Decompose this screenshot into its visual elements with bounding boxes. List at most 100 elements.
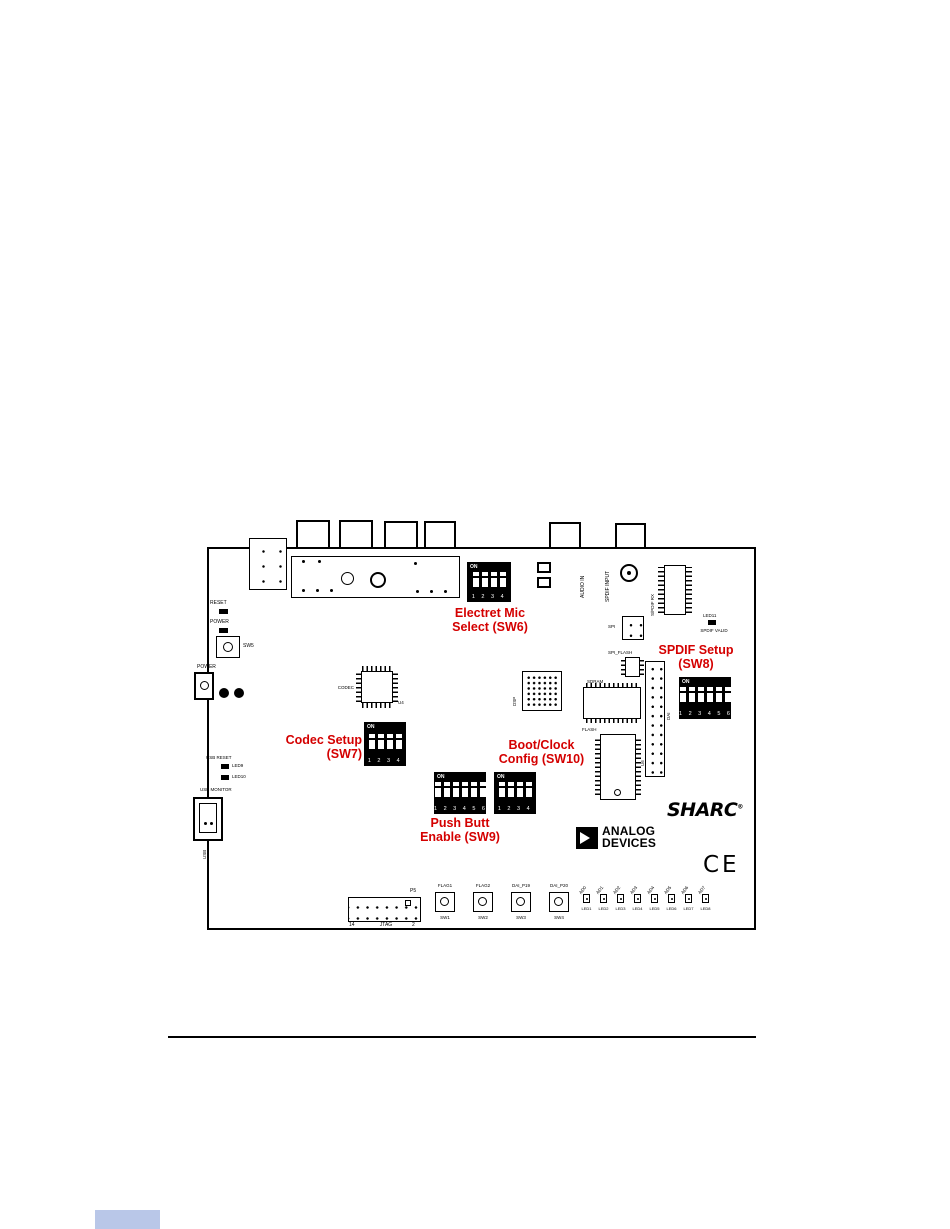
sharc-logo-text: SHARC bbox=[667, 799, 738, 821]
led-unit-3: AD2 LED3 bbox=[612, 882, 629, 916]
reset-label: RESET bbox=[210, 600, 227, 606]
jtag-label: JTAG bbox=[379, 922, 393, 928]
spi-label: SPI bbox=[608, 624, 616, 629]
annotation-push-button: Push Butt Enable (SW9) bbox=[408, 816, 512, 844]
spi-flash-pins-left bbox=[621, 659, 625, 675]
jtag-pin1-square bbox=[405, 900, 411, 906]
sw6-on-label: ON bbox=[470, 564, 478, 570]
led2 bbox=[600, 894, 607, 903]
spdif-rx-label: S/PDIF RX bbox=[650, 593, 655, 616]
dip-switch-sw9: ON 1 2 3 4 5 6 bbox=[434, 772, 486, 814]
led-unit-4: AD3 LED4 bbox=[629, 882, 646, 916]
codec-label: CODEC bbox=[337, 685, 354, 690]
sw10-numbers: 1 2 3 4 bbox=[497, 806, 533, 812]
flag2-label: FLAG2 bbox=[475, 883, 491, 888]
power-jack-hole bbox=[200, 681, 209, 690]
led6-label: LED6 bbox=[666, 906, 677, 911]
sdram-pins-top bbox=[586, 683, 638, 687]
sw6-sliders bbox=[467, 572, 511, 587]
page-corner-highlight[interactable] bbox=[95, 1210, 160, 1229]
registered-mark: ® bbox=[737, 803, 743, 811]
dai-label: DAI bbox=[666, 712, 671, 720]
analog-devices-logo-text: ANALOG DEVICES bbox=[602, 825, 657, 850]
led10-label: LED10 bbox=[232, 774, 246, 779]
jtag-pin14-label: 14 bbox=[349, 922, 355, 928]
rca-jack-connector-4 bbox=[424, 521, 456, 549]
led8-label: LED8 bbox=[700, 906, 711, 911]
annotation-boot-clock: Boot/Clock Config (SW10) bbox=[489, 738, 594, 766]
annotation-electret-line1: Electret Mic bbox=[454, 606, 526, 620]
codec-pins-top bbox=[362, 666, 392, 671]
ce-mark: CE bbox=[703, 852, 740, 878]
analog-logo-line2: DEVICES bbox=[602, 835, 657, 850]
led7-label: LED7 bbox=[683, 906, 694, 911]
spdif-valid-led bbox=[708, 620, 716, 625]
power-led bbox=[219, 628, 228, 633]
led-unit-5: AD4 LED5 bbox=[646, 882, 663, 916]
annotation-spdif-setup: SPDIF Setup (SW8) bbox=[646, 643, 746, 671]
annotation-spdif-line2: (SW8) bbox=[678, 657, 714, 671]
flash-pins-left bbox=[595, 739, 600, 795]
spdif-input-connector bbox=[615, 523, 646, 549]
audio-in-label: AUDIO IN bbox=[580, 575, 586, 598]
led-unit-7: AD6 LED7 bbox=[680, 882, 697, 916]
spi-flash-pins-right bbox=[640, 659, 644, 675]
audio-in-component-1 bbox=[537, 562, 551, 573]
power-terminal-1 bbox=[219, 688, 229, 698]
led6 bbox=[668, 894, 675, 903]
led9 bbox=[221, 764, 229, 769]
push-button-sw4 bbox=[549, 892, 569, 912]
spi-header bbox=[622, 616, 644, 640]
spdif-input-label: SPDIF INPUT bbox=[605, 570, 611, 602]
sw8-numbers: 1 2 3 4 5 6 bbox=[679, 711, 733, 717]
annotation-spdif-line1: SPDIF Setup bbox=[658, 643, 734, 657]
reset-led bbox=[219, 609, 228, 614]
power-jack-label: POWER bbox=[197, 664, 216, 670]
audio-in-component-2 bbox=[537, 577, 551, 588]
annotation-boot-line2: Config (SW10) bbox=[498, 752, 585, 766]
led5 bbox=[651, 894, 658, 903]
dai-p20-label: DAI_P20 bbox=[549, 883, 568, 888]
led-unit-1: AD0 LED1 bbox=[578, 882, 595, 916]
spdif-rx-chip bbox=[664, 565, 686, 615]
flash-pin1-dot bbox=[614, 789, 621, 796]
footer-rule bbox=[168, 1036, 756, 1038]
sw6-numbers: 1 2 3 4 bbox=[471, 594, 507, 600]
push-button-sw1 bbox=[435, 892, 455, 912]
sw7-on-label: ON bbox=[367, 724, 375, 730]
spdif-valid-label: SPDIF VALID bbox=[700, 628, 728, 633]
jack-hole-1 bbox=[341, 572, 354, 585]
sw10-on-label: ON bbox=[497, 774, 505, 780]
sw1-label: SW1 bbox=[440, 915, 450, 920]
reset-button-cap bbox=[223, 642, 233, 652]
annotation-codec-line2: (SW7) bbox=[326, 747, 362, 761]
jack-pins bbox=[302, 560, 305, 563]
sw8-on-label: ON bbox=[682, 679, 690, 685]
push-button-sw2 bbox=[473, 892, 493, 912]
flash-pins-right bbox=[636, 739, 641, 795]
push-button-sw3 bbox=[511, 892, 531, 912]
dsp-label: DSP bbox=[512, 696, 517, 706]
sw7-sliders bbox=[364, 734, 406, 749]
sw9-numbers: 1 2 3 4 5 6 bbox=[434, 806, 488, 812]
led8 bbox=[702, 894, 709, 903]
dip-switch-sw7: ON 1 2 3 4 bbox=[364, 722, 406, 766]
sharc-logo: SHARC® bbox=[667, 799, 743, 822]
flash-label: FLASH bbox=[582, 727, 597, 732]
led10 bbox=[221, 775, 229, 780]
spdif-rx-pins-right bbox=[686, 567, 692, 613]
dsp-chip bbox=[522, 671, 562, 711]
flag1-label: FLAG1 bbox=[437, 883, 453, 888]
led4 bbox=[634, 894, 641, 903]
jtag-header bbox=[348, 897, 421, 922]
led1 bbox=[583, 894, 590, 903]
led7 bbox=[685, 894, 692, 903]
sw4-label: SW4 bbox=[554, 915, 564, 920]
annotation-electret-line2: Select (SW6) bbox=[452, 620, 528, 634]
spdif-jack-center bbox=[627, 571, 631, 575]
sw2-label: SW2 bbox=[478, 915, 488, 920]
sdram-pins-bottom bbox=[586, 719, 638, 723]
annotation-push-line1: Push Butt bbox=[430, 816, 490, 830]
spdif-rx-pins-left bbox=[658, 567, 664, 613]
